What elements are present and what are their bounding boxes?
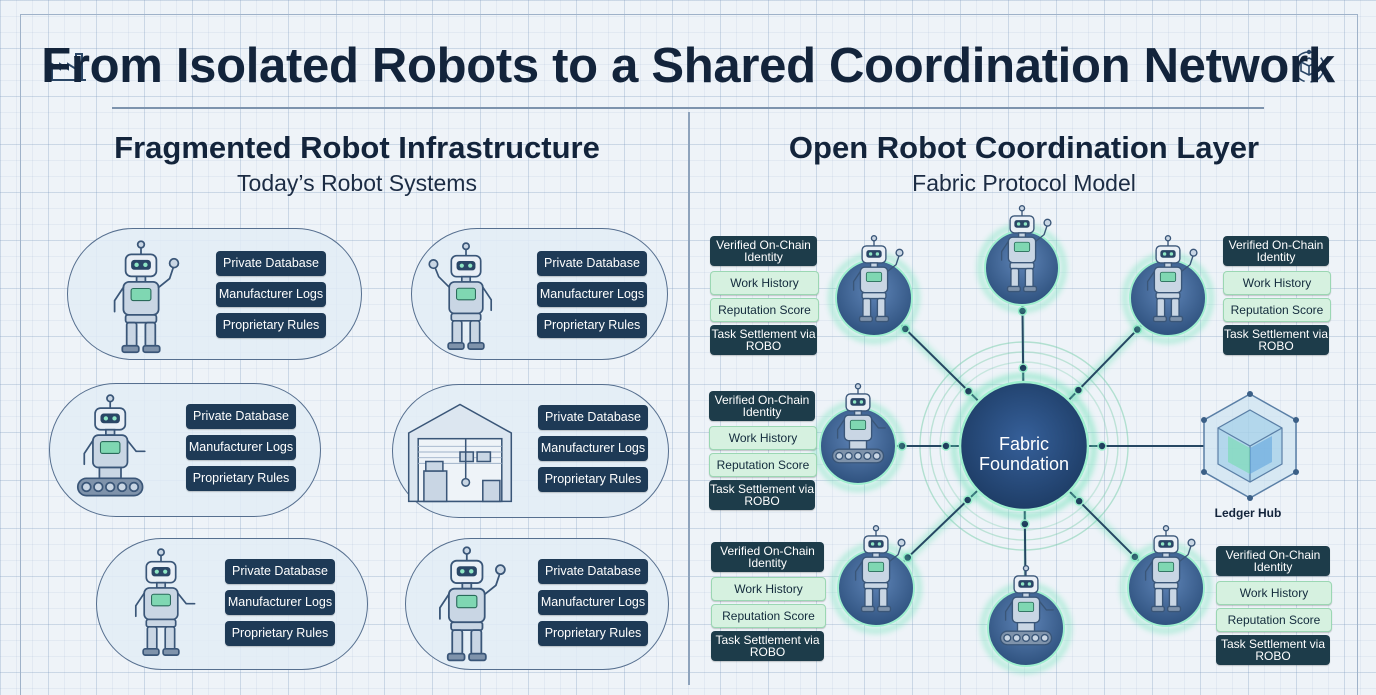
proprietary-rules-tag: Proprietary Rules (216, 313, 326, 338)
verified-identity-tag: Verified On-Chain Identity (709, 391, 815, 421)
reputation-score-tag: Reputation Score (1223, 298, 1331, 322)
small-robot-icon (134, 548, 196, 656)
work-history-tag: Work History (1216, 581, 1332, 605)
tracked-robot-icon (999, 565, 1054, 646)
private-database-tag: Private Database (225, 559, 335, 584)
connector-dot (1097, 441, 1107, 451)
humanoid-robot-icon (1144, 525, 1196, 613)
private-database-tag: Private Database (186, 404, 296, 429)
humanoid-robot-icon (852, 235, 904, 323)
connector-dot (1020, 519, 1030, 529)
reputation-score-tag: Reputation Score (1216, 608, 1332, 632)
work-history-tag: Work History (1223, 271, 1331, 295)
tracked-robot-icon (76, 394, 146, 497)
fabric-foundation-hub[interactable]: Fabric Foundation (960, 410, 1088, 500)
connector-dot (962, 495, 973, 505)
ledger-cube-icon (1201, 391, 1299, 501)
proprietary-rules-tag: Proprietary Rules (225, 621, 335, 646)
work-history-tag: Work History (710, 271, 819, 295)
connector-dot (1018, 363, 1028, 373)
proprietary-rules-tag: Proprietary Rules (538, 621, 648, 646)
hub-label-line1: Fabric (998, 434, 1049, 455)
humanoid-robot-icon (113, 240, 180, 354)
reputation-score-tag: Reputation Score (709, 453, 817, 477)
private-database-tag: Private Database (538, 559, 648, 584)
connector-dot (1074, 496, 1084, 506)
verified-identity-tag: Verified On-Chain Identity (711, 542, 824, 572)
humanoid-robot-icon (1146, 235, 1198, 323)
page-frame (20, 14, 1358, 695)
manufacturer-logs-tag: Manufacturer Logs (225, 590, 335, 615)
private-database-tag: Private Database (216, 251, 326, 276)
warehouse-icon (407, 403, 513, 503)
ledger-hub-label: Ledger Hub (1214, 506, 1282, 520)
connector-dot (941, 441, 951, 451)
task-settlement-tag: Task Settlement via ROBO (710, 325, 817, 355)
left-heading: Fragmented Robot Infrastructure (114, 130, 600, 165)
private-database-tag: Private Database (538, 405, 648, 430)
work-history-tag: Work History (709, 426, 817, 450)
manufacturer-logs-tag: Manufacturer Logs (538, 590, 648, 615)
proprietary-rules-tag: Proprietary Rules (186, 466, 296, 491)
connector-dot (1073, 385, 1084, 395)
left-subheading: Today’s Robot Systems (237, 170, 477, 196)
manufacturer-logs-tag: Manufacturer Logs (537, 282, 647, 307)
manufacturer-logs-tag: Manufacturer Logs (538, 436, 648, 461)
task-settlement-tag: Task Settlement via ROBO (1223, 325, 1329, 355)
right-subheading: Fabric Protocol Model (912, 170, 1136, 196)
waving-robot-icon (1000, 205, 1052, 293)
manufacturer-logs-tag: Manufacturer Logs (186, 435, 296, 460)
reputation-score-tag: Reputation Score (710, 298, 819, 322)
hub-glow (951, 373, 1097, 519)
task-settlement-tag: Task Settlement via ROBO (1216, 635, 1330, 665)
waving-robot-icon (439, 546, 506, 662)
humanoid-robot-icon (854, 525, 906, 613)
title-underline (112, 107, 1264, 109)
tracked-robot-icon (831, 383, 886, 464)
page-title: From Isolated Robots to a Shared Coordin… (41, 39, 1335, 93)
work-history-tag: Work History (711, 577, 826, 601)
manufacturer-logs-tag: Manufacturer Logs (216, 282, 326, 307)
proprietary-rules-tag: Proprietary Rules (537, 313, 647, 338)
verified-identity-tag: Verified On-Chain Identity (710, 236, 817, 266)
reputation-score-tag: Reputation Score (711, 604, 826, 628)
task-settlement-tag: Task Settlement via ROBO (709, 480, 815, 510)
hub-circle (958, 380, 1090, 512)
hub-label-line2: Foundation (978, 454, 1070, 474)
connector-dot (963, 386, 974, 396)
wrench-robot-icon (428, 242, 493, 350)
task-settlement-tag: Task Settlement via ROBO (711, 631, 824, 661)
right-heading: Open Robot Coordination Layer (788, 130, 1260, 165)
verified-identity-tag: Verified On-Chain Identity (1223, 236, 1329, 266)
verified-identity-tag: Verified On-Chain Identity (1216, 546, 1330, 576)
network-cube-icon (1292, 49, 1327, 83)
private-database-tag: Private Database (537, 251, 647, 276)
section-divider (688, 112, 690, 685)
factory-icon (50, 53, 86, 81)
proprietary-rules-tag: Proprietary Rules (538, 467, 648, 492)
